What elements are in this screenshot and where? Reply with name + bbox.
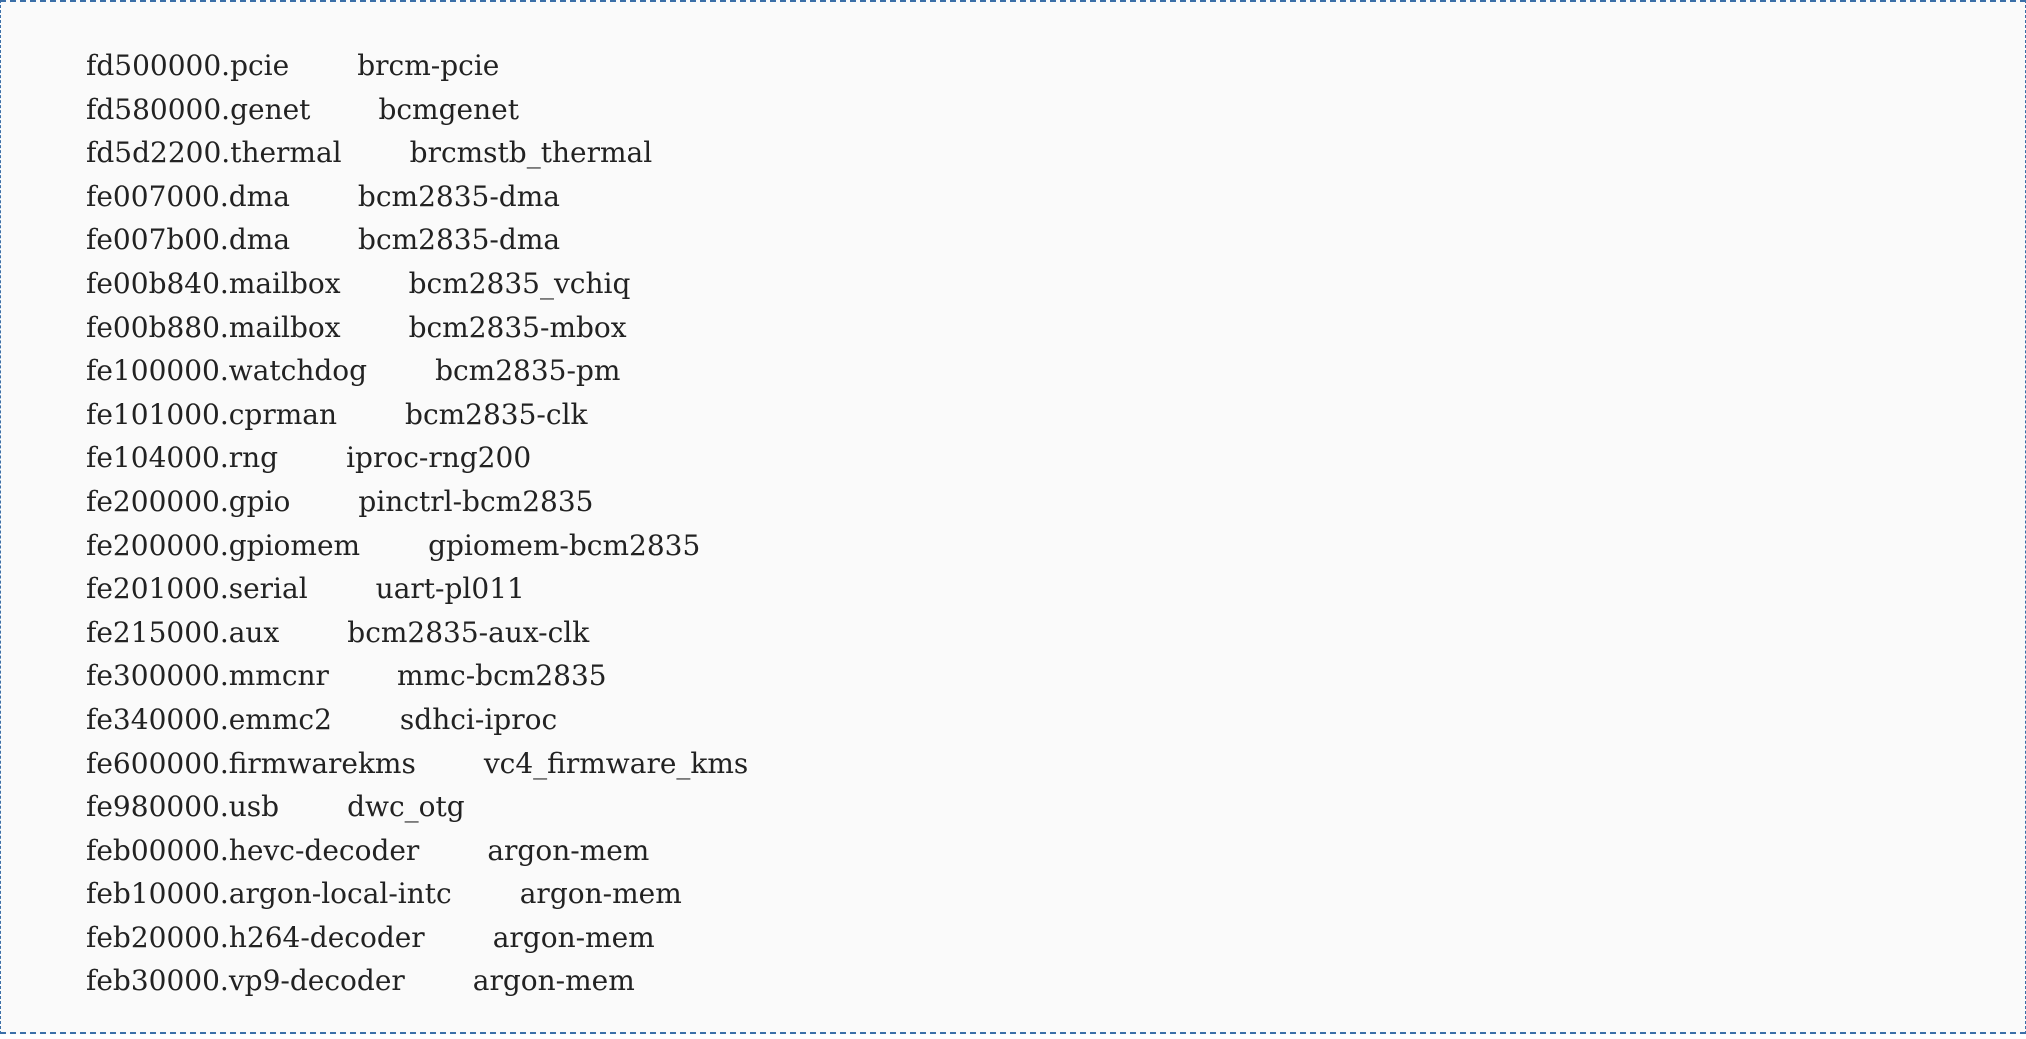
device-driver: dwc_otg [347,790,465,824]
device-driver: pinctrl-bcm2835 [358,484,594,518]
code-line: fe600000.firmwarekms vc4_firmware_kms [86,742,2025,786]
code-line: fe215000.aux bcm2835-aux-clk [86,611,2025,655]
code-line: fd580000.genet bcmgenet [86,88,2025,132]
device-driver: mmc-bcm2835 [396,659,607,693]
device-driver: argon-mem [472,964,635,998]
code-line: fe00b840.mailbox bcm2835_vchiq [86,262,2025,306]
device-address: fe201000. [86,572,229,606]
device-name: argon-local-intc [228,877,452,911]
code-line: fd5d2200.thermal brcmstb_thermal [86,131,2025,175]
code-line: fe980000.usb dwc_otg [86,785,2025,829]
device-address: fe100000. [86,354,229,388]
device-address: fe600000. [86,746,229,780]
code-line: fe300000.mmcnr mmc-bcm2835 [86,654,2025,698]
device-address: fe200000. [86,528,229,562]
code-line: fe007b00.dma bcm2835-dma [86,218,2025,262]
device-driver: bcm2835-dma [358,223,561,257]
device-name: firmwarekms [228,746,416,780]
device-name: watchdog [228,354,368,388]
device-address: feb30000. [86,964,229,998]
device-name: mailbox [228,266,341,300]
device-name: mailbox [228,310,341,344]
device-address: fe200000. [86,484,229,518]
device-name: pcie [230,49,290,82]
device-driver: bcm2835-mbox [408,310,627,344]
device-address: fd500000. [86,49,231,82]
device-name: dma [228,179,290,213]
device-address: fe215000. [86,615,229,649]
device-name: gpiomem [228,528,361,562]
device-address: fd5d2200. [86,136,231,170]
code-line: fe340000.emmc2 sdhci-iproc [86,698,2025,742]
device-address: fe101000. [86,397,229,431]
device-address: feb20000. [86,920,229,954]
device-name: rng [228,441,279,475]
device-driver: bcm2835-clk [405,397,588,431]
device-name: dma [228,223,291,257]
device-address: fe104000. [86,441,229,475]
device-address: fe00b840. [86,266,229,300]
device-address: feb00000. [86,833,229,867]
device-address: fe340000. [86,702,229,736]
device-driver: bcm2835-aux-clk [347,615,590,649]
device-address: fe980000. [86,790,229,824]
device-driver: gpiomem-bcm2835 [428,528,701,562]
code-line: fe200000.gpiomem gpiomem-bcm2835 [86,524,2025,568]
device-driver: vc4_firmware_kms [483,746,749,780]
code-line: fe100000.watchdog bcm2835-pm [86,349,2025,393]
device-driver: bcmgenet [378,92,519,126]
device-name: thermal [230,136,342,170]
code-line: feb00000.hevc-decoder argon-mem [86,829,2025,873]
code-line: feb20000.h264-decoder argon-mem [86,916,2025,960]
device-driver: argon-mem [487,833,650,867]
device-name: serial [228,572,308,606]
code-line: fe201000.serial uart-pl011 [86,567,2025,611]
device-driver: bcm2835-pm [435,354,621,388]
device-address: feb10000. [86,877,229,911]
device-driver: bcm2835-dma [357,179,560,213]
device-driver: bcm2835_vchiq [408,266,631,300]
device-name: mmcnr [228,659,329,693]
device-address: fe007000. [86,179,229,213]
device-name: gpio [228,484,291,518]
device-address: fe00b880. [86,310,229,344]
code-line: fe00b880.mailbox bcm2835-mbox [86,306,2025,350]
code-line: fe007000.dma bcm2835-dma [86,175,2025,219]
code-line: fe104000.rng iproc-rng200 [86,436,2025,480]
device-name: vp9-decoder [228,964,405,998]
code-line: fd500000.pcie brcm-pcie [86,44,2025,88]
device-name: usb [228,790,280,824]
code-line: feb30000.vp9-decoder argon-mem [86,959,2025,1003]
device-name: emmc2 [228,702,332,736]
device-driver: uart-pl011 [375,572,525,606]
device-driver: brcmstb_thermal [409,136,653,170]
device-address: fe300000. [86,659,229,693]
device-driver: brcm-pcie [357,49,500,82]
device-driver: argon-mem [519,877,682,911]
device-name: genet [230,92,311,126]
device-driver: argon-mem [492,920,655,954]
device-driver: iproc-rng200 [346,441,532,475]
code-line: fe101000.cprman bcm2835-clk [86,393,2025,437]
device-name: hevc-decoder [228,833,420,867]
code-line: fe200000.gpio pinctrl-bcm2835 [86,480,2025,524]
device-driver: sdhci-iproc [399,702,558,736]
device-name: aux [228,615,280,649]
code-line: feb10000.argon-local-intc argon-mem [86,872,2025,916]
device-name: h264-decoder [228,920,425,954]
device-name: cprman [228,397,338,431]
device-address: fe007b00. [86,223,229,257]
device-address: fd580000. [86,92,231,126]
